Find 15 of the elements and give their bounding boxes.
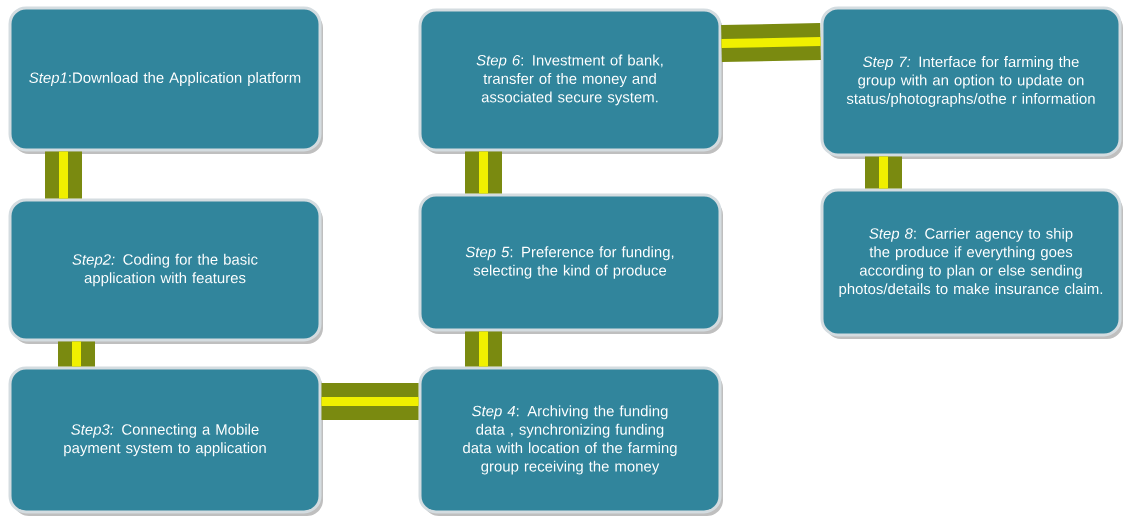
step-box: Step 7: Interface for farming the group with an option to update on status/photographs/othe r information — [820, 6, 1123, 159]
connector-bar — [465, 151, 502, 194]
step-box: Step 5: Preference for funding, selecting the kind of produce — [418, 193, 723, 334]
connector-bar — [865, 156, 902, 189]
connector-bar — [321, 383, 419, 420]
step-box: Step 6: Investment of bank, transfer of the money and associated secure system. — [418, 8, 723, 154]
connector-bar — [465, 331, 502, 367]
connector-bar — [58, 341, 95, 367]
connector-bar — [721, 23, 821, 62]
step-box: Step2: Coding for the basic application with features — [8, 198, 323, 344]
step-box: Step1:Download the Application platform — [8, 6, 323, 154]
step-box: Step 8: Carrier agency to ship the produce if everything goes according to plan or else sending photos/details to make insurance claim. — [820, 188, 1123, 339]
step-box: Step 4: Archiving the funding data , synchronizing funding data with location of the farming group receiving the money — [418, 366, 723, 516]
connector-bar — [45, 151, 82, 199]
step-box: Step3: Connecting a Mobile payment system to application — [8, 366, 323, 516]
